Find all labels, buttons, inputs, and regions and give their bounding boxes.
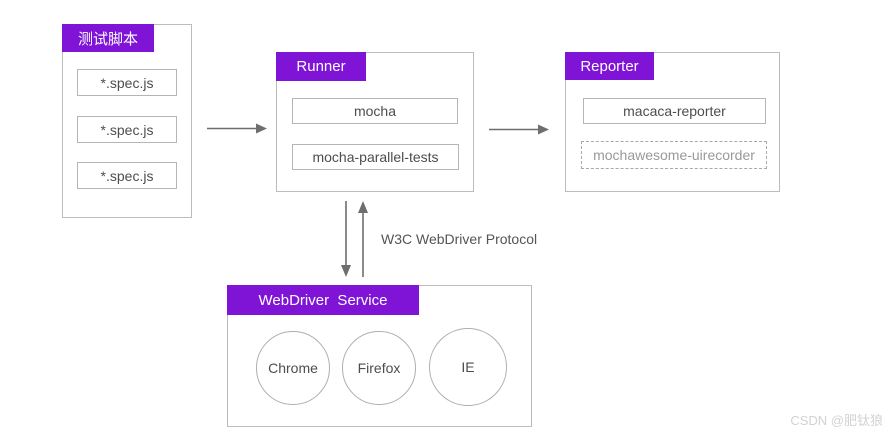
runner-header: Runner — [276, 52, 366, 81]
test-scripts-box: 测试脚本 *.spec.js *.spec.js *.spec.js — [62, 24, 192, 218]
ie-circle: IE — [429, 328, 507, 406]
spec-js-node: *.spec.js — [77, 162, 177, 189]
mocha-parallel-tests-node: mocha-parallel-tests — [292, 144, 459, 170]
spec-js-node: *.spec.js — [77, 116, 177, 143]
mochawesome-uirecorder-node: mochawesome-uirecorder — [581, 141, 767, 169]
spec-js-node: *.spec.js — [77, 69, 177, 96]
reporter-box: Reporter macaca-reporter mochawesome-uir… — [565, 52, 780, 192]
arrow-scripts-to-runner — [207, 123, 267, 134]
webdriver-service-header: WebDriver Service — [227, 285, 419, 315]
arrow-runner-to-webdriver — [341, 201, 368, 277]
csdn-watermark: CSDN @肥钛狼 — [790, 413, 883, 428]
macaca-reporter-node: macaca-reporter — [583, 98, 766, 124]
protocol-label: W3C WebDriver Protocol — [381, 231, 538, 247]
arrow-runner-to-reporter — [489, 124, 549, 135]
mocha-node: mocha — [292, 98, 458, 124]
runner-box: Runner mocha mocha-parallel-tests — [276, 52, 474, 192]
chrome-circle: Chrome — [256, 331, 330, 405]
webdriver-service-box: WebDriver Service Chrome Firefox IE — [227, 285, 532, 427]
firefox-circle: Firefox — [342, 331, 416, 405]
test-scripts-header: 测试脚本 — [62, 24, 154, 52]
reporter-header: Reporter — [565, 52, 654, 80]
